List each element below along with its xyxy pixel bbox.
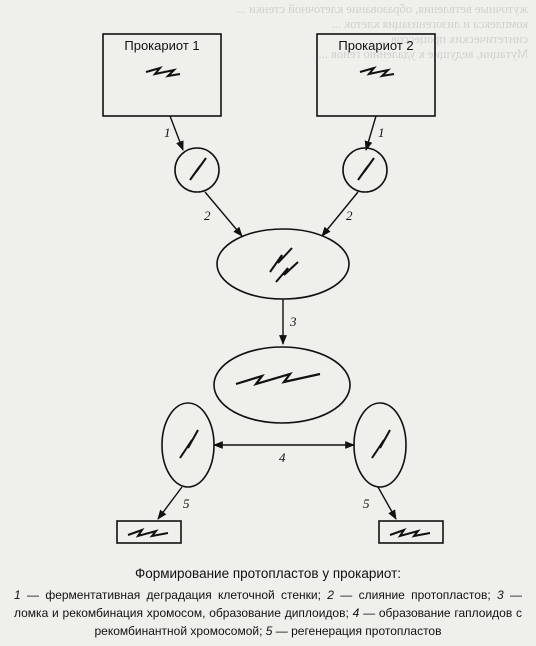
figure-caption-title: Формирование протопластов у прокариот:: [134, 566, 402, 581]
chromosome-icon: [371, 429, 391, 459]
prokaryote-2-cell: Прокариот 2: [316, 33, 436, 117]
chromosome-icon: [127, 528, 169, 538]
step-label-1-right: 1: [378, 125, 385, 140]
legend-text: — образование гаплоидов с рекомбинантной…: [94, 606, 523, 638]
step-label-2-right: 2: [346, 208, 353, 223]
legend-text: — ферментативная деградация клеточной ст…: [20, 588, 328, 602]
step-label-4: 4: [279, 450, 286, 465]
fused-protoplast: [216, 228, 350, 300]
legend-number: 5: [265, 624, 273, 638]
legend-number: 4: [352, 606, 360, 620]
haploid-1: [161, 402, 215, 488]
legend-number: 1: [14, 588, 21, 602]
prokaryote-2-label: Прокариот 2: [338, 38, 413, 53]
protoplast-2: [342, 147, 388, 193]
chromosome-icon: [275, 261, 299, 283]
legend-number: 2: [327, 588, 334, 602]
legend-text: — ломка и рекомбинация хромосом, образов…: [14, 588, 523, 620]
step-label-3: 3: [289, 314, 297, 329]
protoplast-1: [174, 147, 220, 193]
chromosome-icon: [359, 66, 395, 78]
step-label-5-right: 5: [363, 496, 370, 511]
legend-text: — слияние протопластов;: [333, 588, 497, 602]
chromosome-icon: [235, 372, 321, 386]
prokaryote-1-label: Прокариот 1: [124, 38, 199, 53]
chromosome-icon: [269, 247, 293, 273]
step-label-5-left: 5: [183, 496, 190, 511]
prokaryote-1-cell: Прокариот 1: [102, 33, 222, 117]
chromosome-icon: [145, 66, 181, 78]
step-label-2-left: 2: [204, 208, 211, 223]
chromosome-icon: [189, 157, 207, 181]
legend-number: 3: [497, 588, 504, 602]
legend-text: — регенерация протопластов: [272, 624, 442, 638]
chromosome-icon: [357, 157, 375, 181]
regenerated-cell-2: [378, 520, 444, 544]
regenerated-cell-1: [116, 520, 182, 544]
diploid-protoplast: [213, 346, 351, 424]
step-label-1-left: 1: [164, 125, 171, 140]
figure-legend: 1 — ферментативная деградация клеточной …: [14, 586, 522, 640]
chromosome-icon: [179, 429, 199, 459]
haploid-2: [353, 402, 407, 488]
protoplast-diagram: Прокариот 1 Прокариот 2 1 1 2 2 3: [102, 33, 444, 544]
chromosome-icon: [389, 528, 431, 538]
